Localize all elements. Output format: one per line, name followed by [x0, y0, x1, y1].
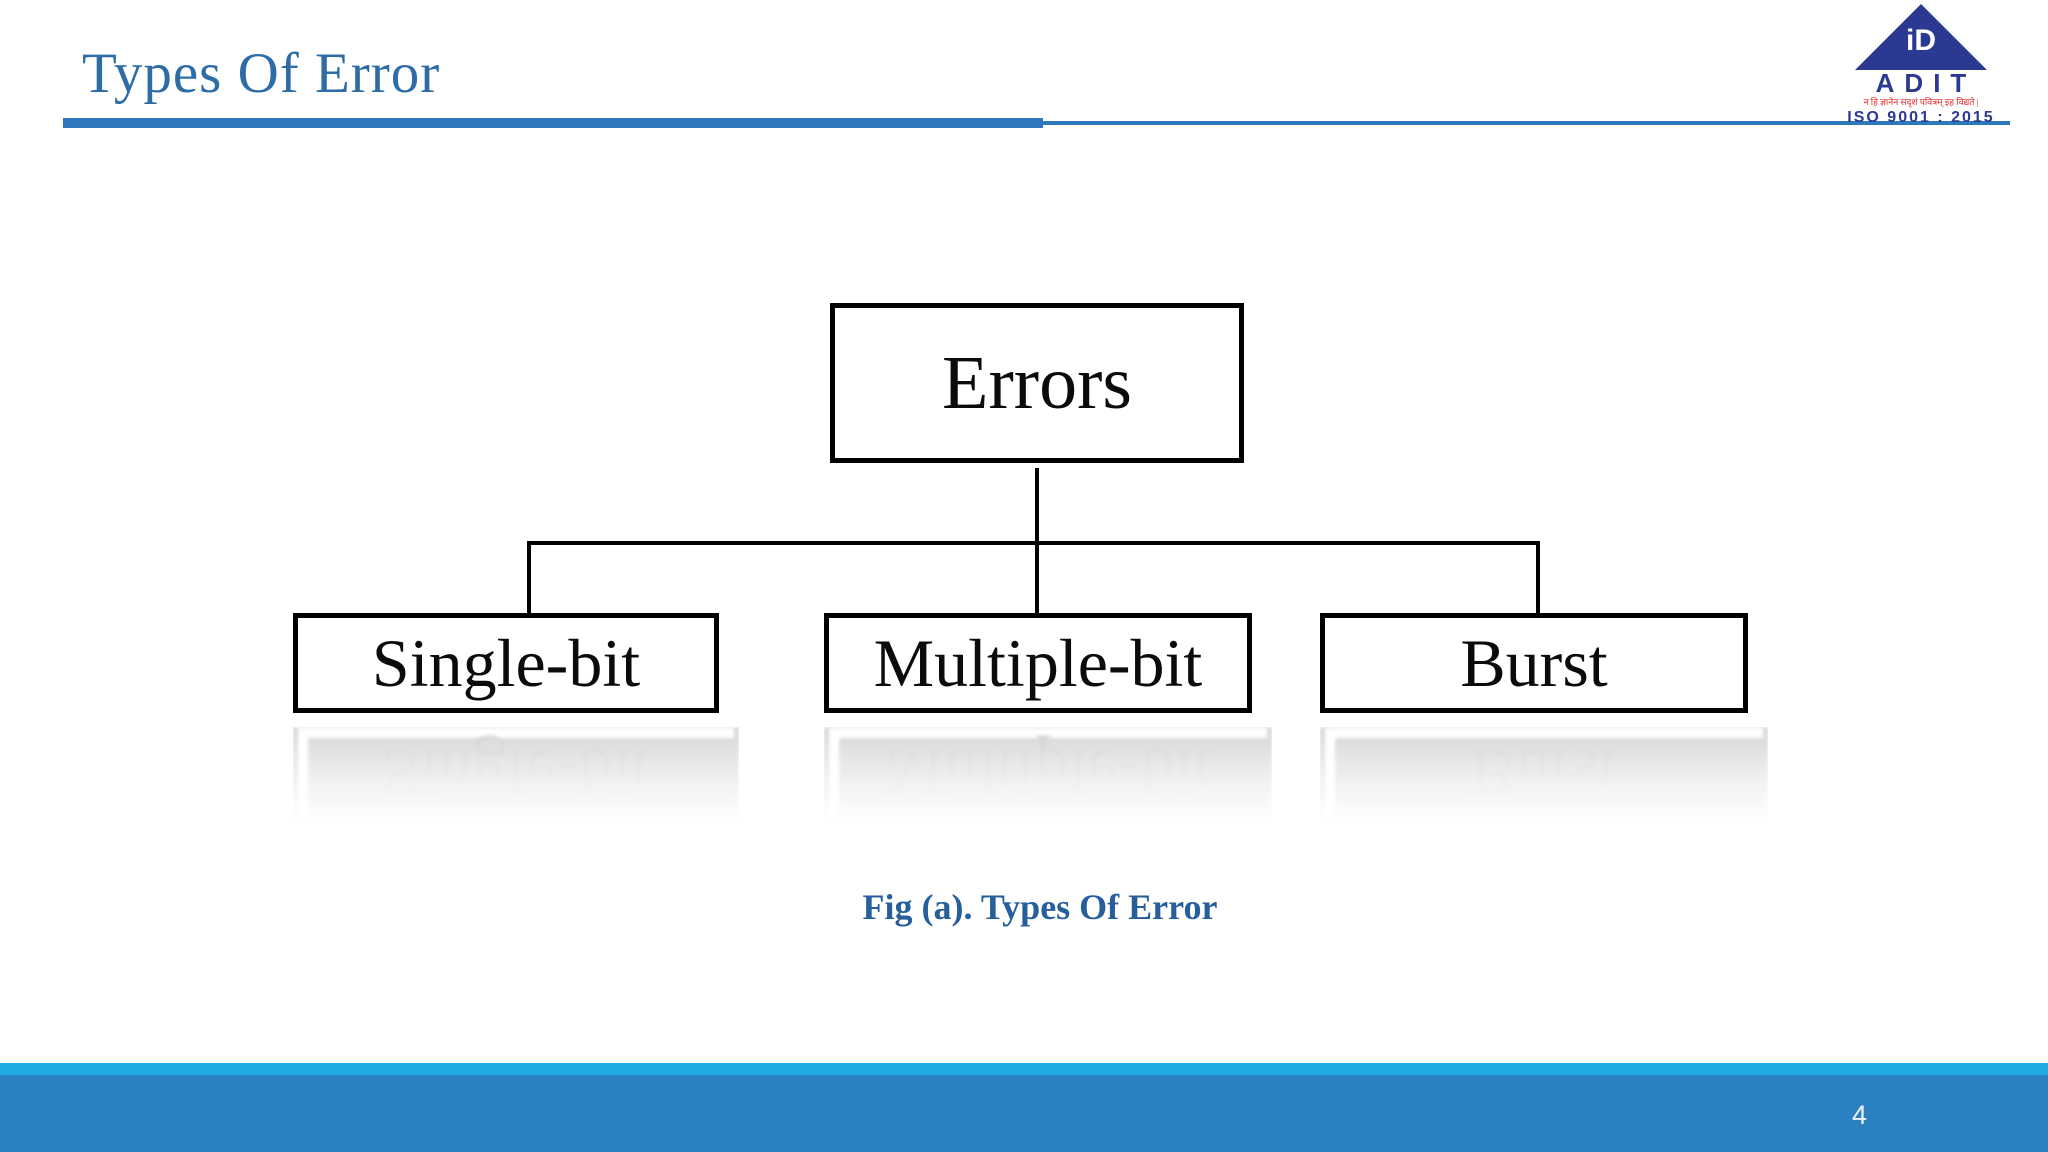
- connector-drop-burst: [1536, 541, 1540, 615]
- reflection-single-bit-box: Single-bit: [293, 727, 739, 823]
- connector-horizontal: [527, 541, 1540, 545]
- diagram-box-multiple-bit: Multiple-bit: [824, 613, 1257, 718]
- reflection-single-bit-label: Single-bit: [381, 735, 651, 812]
- reflection-multiple-bit: Multiple-bit: [824, 727, 1272, 839]
- page-title: Types Of Error: [82, 42, 441, 105]
- diagram-box-burst: Burst: [1320, 613, 1753, 718]
- reflection-single-bit: Single-bit: [293, 727, 739, 839]
- title-underline-thin: [1043, 121, 2010, 125]
- figure-caption: Fig (a). Types Of Error: [862, 887, 1218, 927]
- reflection-burst: Burst: [1320, 727, 1768, 839]
- reflection-burst-label: Burst: [1470, 735, 1618, 812]
- diagram-box-errors-label: Errors: [942, 340, 1132, 425]
- reflection-multiple-bit-box: Multiple-bit: [824, 727, 1272, 823]
- reflection-multiple-bit-label: Multiple-bit: [883, 735, 1213, 812]
- connector-root-vertical: [1035, 468, 1039, 544]
- reflection-burst-box: Burst: [1320, 727, 1768, 823]
- logo-iso-certification: ISO 9001 : 2015: [1847, 109, 1995, 126]
- logo-monogram: iD: [1906, 24, 1936, 57]
- connector-drop-single-bit: [527, 541, 531, 615]
- diagram-box-errors: Errors: [830, 303, 1249, 468]
- connector-drop-multiple-bit: [1035, 541, 1039, 615]
- diagram-box-single-bit: Single-bit: [293, 613, 724, 718]
- diagram-box-multiple-bit-label: Multiple-bit: [873, 624, 1203, 701]
- logo-tagline: न हि ज्ञानेन सदृशं पवित्रम् इह विद्यते |: [1863, 97, 1979, 107]
- footer-accent-strip: [0, 1063, 2048, 1075]
- title-underline-thick: [63, 118, 1043, 128]
- diagram-box-burst-label: Burst: [1460, 624, 1608, 701]
- diagram-box-single-bit-label: Single-bit: [371, 624, 641, 701]
- page-number: 4: [1852, 1100, 1868, 1130]
- institute-logo: iD ADIT न हि ज्ञानेन सदृशं पवित्रम् इह व…: [1843, 4, 1999, 126]
- footer-bar: [0, 1075, 2048, 1152]
- logo-triangle-icon: iD: [1855, 4, 1987, 70]
- logo-acronym: ADIT: [1875, 68, 1977, 98]
